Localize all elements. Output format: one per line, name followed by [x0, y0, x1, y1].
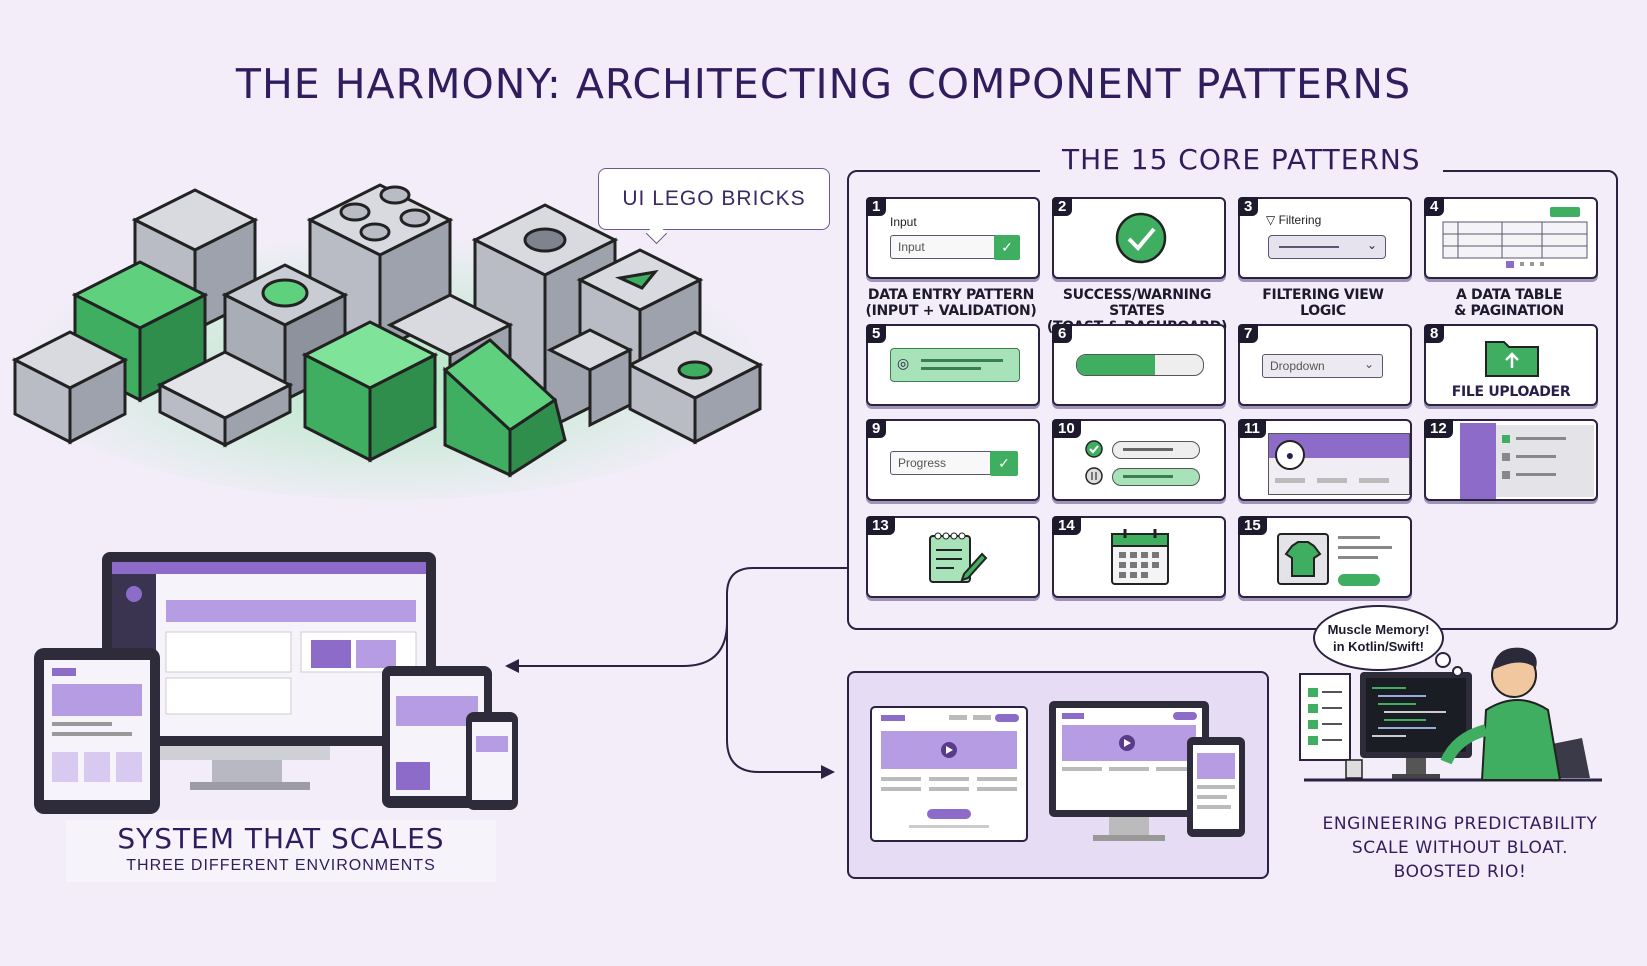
- page-title: THE HARMONY: ARCHITECTING COMPONENT PATT…: [235, 60, 1412, 108]
- success-toast: ◎: [890, 348, 1020, 382]
- pattern-card-5[interactable]: 5 ◎: [866, 324, 1040, 406]
- upload-folder-icon: [1485, 341, 1539, 377]
- developer-illustration: [1299, 647, 1602, 782]
- pattern-card-4[interactable]: 4: [1424, 197, 1598, 279]
- engineering-caption: ENGINEERING PREDICTABILITY SCALE WITHOUT…: [1290, 812, 1630, 884]
- lego-bricks-bubble: UI LEGO BRICKS: [598, 168, 830, 230]
- pattern-number: 11: [1238, 419, 1266, 438]
- pattern-card-1[interactable]: 1 Input Input ✓: [866, 197, 1040, 279]
- product-text-line: [1338, 536, 1380, 539]
- brick-gray-2: [11, 330, 129, 445]
- pattern-card-2[interactable]: 2: [1052, 197, 1226, 279]
- pattern-caption-4: A DATA TABLE& PAGINATION: [1454, 287, 1564, 319]
- pattern-card-7[interactable]: 7 Dropdown ⌄: [1238, 324, 1412, 406]
- chevron-down-icon: ⌄: [1363, 357, 1374, 371]
- pattern-number: 12: [1424, 419, 1453, 438]
- toggle-row-1: [1112, 441, 1200, 459]
- pattern-number: 8: [1424, 324, 1445, 343]
- input-field: Input: [890, 235, 1009, 259]
- table-action-button: [1550, 207, 1580, 217]
- filtering-label: Filtering: [1278, 213, 1322, 227]
- progress-fill: [1077, 355, 1156, 375]
- pattern-number: 10: [1052, 419, 1081, 438]
- success-check-icon: [1115, 212, 1167, 264]
- progress-input: Progress: [890, 451, 999, 475]
- lego-bricks-illustration: [10, 183, 770, 500]
- pattern-card-6[interactable]: 6: [1052, 324, 1226, 406]
- pattern-card-10[interactable]: 10: [1052, 419, 1226, 501]
- multi-device-illustration: [34, 552, 518, 814]
- pattern-number: 3: [1238, 197, 1259, 216]
- tshirt-product-icon: [1277, 533, 1329, 585]
- pattern-card-15[interactable]: 15: [1238, 516, 1412, 598]
- product-text-line: [1338, 556, 1378, 559]
- responsive-layouts-panel: [847, 671, 1269, 879]
- toggle-row-2: [1112, 468, 1200, 486]
- pattern-number: 1: [866, 197, 887, 216]
- brick-flat: [156, 350, 294, 448]
- pattern-number: 15: [1238, 516, 1267, 535]
- pattern-number: 4: [1424, 197, 1445, 216]
- filter-icon: ▽ Filtering: [1266, 213, 1322, 227]
- pattern-card-8[interactable]: 8 FILE UPLOADER: [1424, 324, 1598, 406]
- system-scales-title: SYSTEM THAT SCALES: [117, 822, 445, 855]
- input-label: Input: [890, 215, 917, 229]
- pattern-card-14[interactable]: 14: [1052, 516, 1226, 598]
- sidebar-preview: [1460, 423, 1496, 499]
- responsive-layout-illustration: [870, 701, 1245, 842]
- engineering-line-3: BOOSTED RIO!: [1393, 862, 1527, 882]
- pattern-card-12[interactable]: 12: [1424, 419, 1598, 501]
- pattern-number: 2: [1052, 197, 1073, 216]
- pattern-number: 9: [866, 419, 887, 438]
- product-text-line: [1338, 546, 1392, 549]
- calendar-icon: [1111, 529, 1169, 585]
- thought-line-1: Muscle Memory!: [1327, 622, 1430, 637]
- brick-gray-6: [546, 328, 634, 428]
- check-circle-icon: ◎: [897, 355, 910, 371]
- pattern-number: 5: [866, 324, 887, 343]
- chevron-down-icon: ⌄: [1366, 238, 1377, 252]
- dropdown-select: Dropdown ⌄: [1262, 354, 1383, 378]
- file-uploader-label: FILE UPLOADER: [1451, 384, 1571, 400]
- system-scales-subtitle: THREE DIFFERENT ENVIRONMENTS: [126, 857, 436, 874]
- profile-card: ●: [1268, 433, 1410, 495]
- pattern-card-3[interactable]: 3 ▽ Filtering ⌄: [1238, 197, 1412, 279]
- pattern-card-13[interactable]: 13: [866, 516, 1040, 598]
- brick-green-slope: [442, 338, 567, 478]
- pattern-number: 14: [1052, 516, 1081, 535]
- pattern-number: 7: [1238, 324, 1259, 343]
- check-icon: ✓: [990, 451, 1018, 476]
- brick-gray-5: [626, 330, 764, 445]
- pattern-number: 13: [866, 516, 895, 535]
- filter-select: ⌄: [1268, 235, 1386, 259]
- avatar-icon: ●: [1275, 440, 1305, 470]
- pattern-card-11[interactable]: 11 ●: [1238, 419, 1412, 501]
- check-icon: ✓: [994, 235, 1020, 260]
- list-preview: [1496, 425, 1594, 497]
- muscle-memory-thought-bubble: Muscle Memory! in Kotlin/Swift!: [1313, 605, 1444, 671]
- engineering-line-1: ENGINEERING PREDICTABILITY: [1322, 814, 1598, 834]
- brick-green-2: [301, 320, 439, 463]
- status-icons: [1085, 440, 1103, 485]
- core-patterns-title: THE 15 CORE PATTERNS: [1040, 143, 1443, 176]
- connector-arrows: [505, 567, 847, 779]
- pattern-card-9[interactable]: 9 Progress ✓: [866, 419, 1040, 501]
- dropdown-label: Dropdown: [1270, 359, 1325, 373]
- buy-button: [1338, 574, 1380, 586]
- scales-caption-bg: [66, 820, 496, 882]
- pattern-number: 6: [1052, 324, 1073, 343]
- data-table-icon: [1442, 221, 1588, 268]
- progress-bar: [1076, 354, 1204, 376]
- engineering-line-2: SCALE WITHOUT BLOAT.: [1351, 838, 1569, 858]
- thought-line-2: in Kotlin/Swift!: [1333, 639, 1424, 654]
- notepad-edit-icon: [929, 532, 988, 583]
- thought-dot: [1435, 652, 1451, 668]
- lego-bricks-label: UI LEGO BRICKS: [622, 187, 806, 210]
- thought-dot: [1452, 666, 1463, 677]
- pattern-caption-1: DATA ENTRY PATTERN(INPUT + VALIDATION): [865, 287, 1037, 319]
